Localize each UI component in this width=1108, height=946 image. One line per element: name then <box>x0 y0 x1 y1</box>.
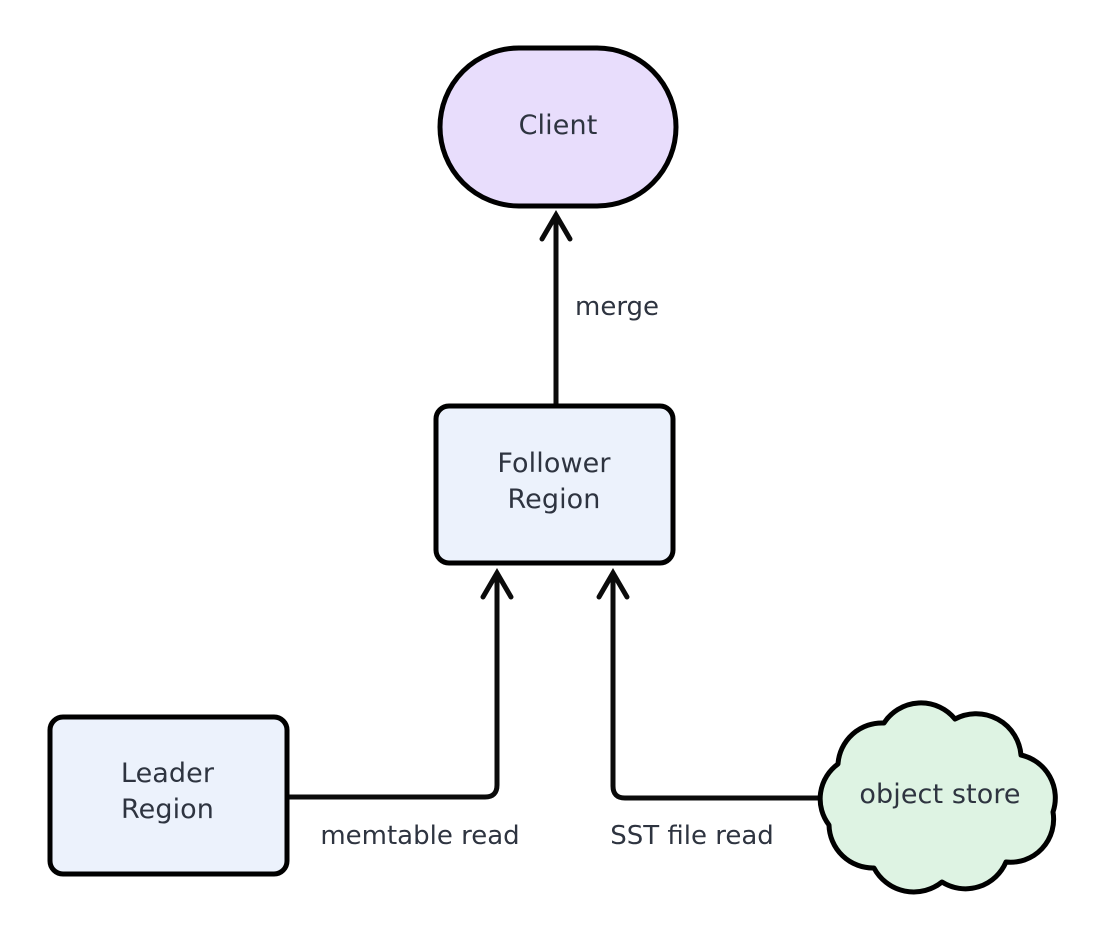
edge-objectstore-to-follower <box>596 568 820 801</box>
edge-line-sst-file-read <box>610 578 820 801</box>
arrow-head-sst-file-read <box>596 568 630 600</box>
arrow-head-merge <box>539 210 573 242</box>
node-client-shape[interactable] <box>437 45 679 209</box>
node-leader-region-shape[interactable] <box>47 714 290 877</box>
edge-line-memtable-read <box>288 578 500 800</box>
node-follower-region-shape[interactable] <box>433 403 676 566</box>
arrow-head-memtable-read <box>480 568 514 600</box>
edge-follower-to-client <box>539 210 573 405</box>
edge-leader-to-follower <box>288 568 514 800</box>
node-object-store-shape[interactable] <box>817 700 1058 895</box>
